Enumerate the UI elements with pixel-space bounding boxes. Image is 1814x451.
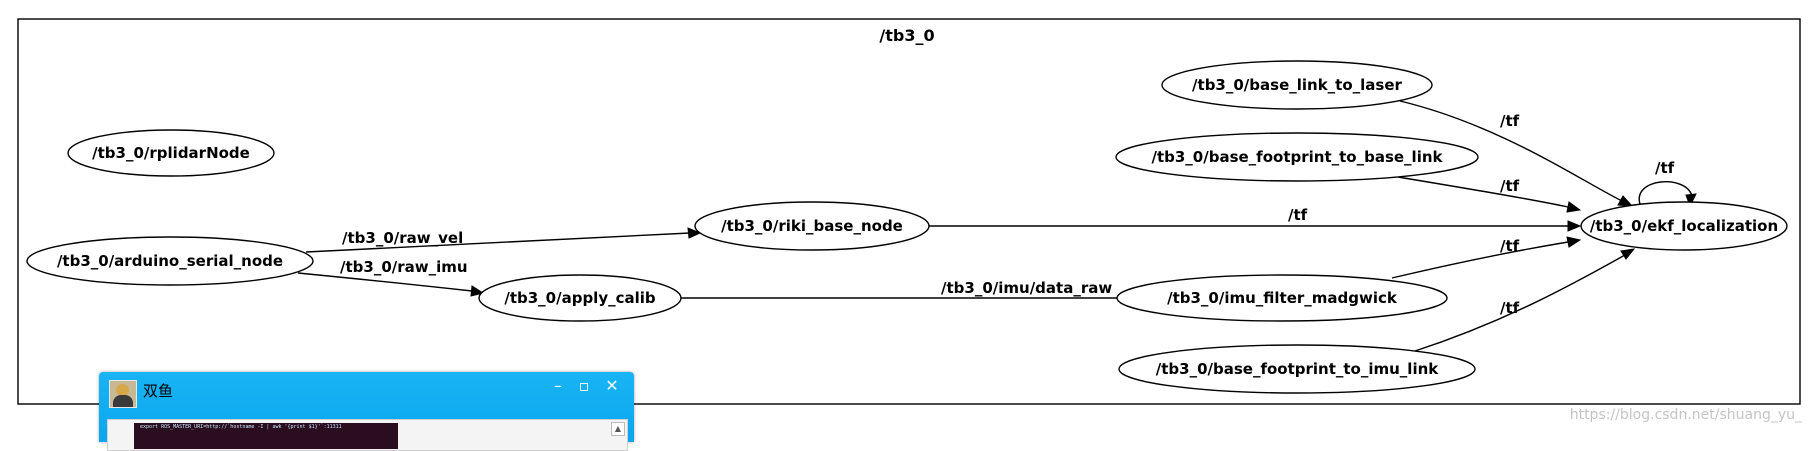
watermark: https://blog.csdn.net/shuang_yu_ <box>1569 407 1802 423</box>
close-icon[interactable]: ✕ <box>605 376 619 395</box>
edge-raw-imu: /tb3_0/raw_imu <box>297 258 485 297</box>
node-label-riki: /tb3_0/riki_base_node <box>721 217 903 235</box>
edge-label-tf-madgwick: /tf <box>1500 237 1520 255</box>
node-label-madgwick: /tb3_0/imu_filter_madgwick <box>1167 289 1398 307</box>
node-label-laser-tf: /tb3_0/base_link_to_laser <box>1192 76 1402 94</box>
edge-label-tf-self: /tf <box>1655 159 1675 177</box>
edge-label-tf-riki: /tf <box>1288 206 1308 224</box>
node-label-footprint-imu-tf: /tb3_0/base_footprint_to_imu_link <box>1156 360 1440 378</box>
node-riki-base[interactable]: /tb3_0/riki_base_node <box>694 201 930 251</box>
chat-window[interactable]: 双鱼 – ▫ ✕ export ROS_MASTER_URI=http://`h… <box>99 372 634 451</box>
chat-window-title: 双鱼 <box>143 382 174 400</box>
edge-raw-vel: /tb3_0/raw_vel <box>305 227 702 253</box>
edge-label-tf-laser: /tf <box>1500 112 1520 130</box>
node-label-rplidar: /tb3_0/rplidarNode <box>92 144 250 162</box>
cluster-label: /tb3_0 <box>879 26 934 45</box>
node-apply-calib[interactable]: /tb3_0/apply_calib <box>478 274 682 322</box>
cluster-box <box>17 18 1801 405</box>
node-label-ekf: /tb3_0/ekf_localization <box>1590 217 1778 235</box>
node-label-arduino: /tb3_0/arduino_serial_node <box>57 252 283 270</box>
edge-label-tf-footprint-imu: /tf <box>1500 299 1520 317</box>
node-label-footprint-base-tf: /tb3_0/base_footprint_to_base_link <box>1151 148 1443 166</box>
terminal-screenshot: export ROS_MASTER_URI=http://`hostname -… <box>134 423 398 449</box>
edge-laser-ekf: /tf <box>1399 100 1634 207</box>
minimize-icon[interactable]: – <box>554 376 562 395</box>
node-base-link-to-laser[interactable]: /tb3_0/base_link_to_laser <box>1161 60 1433 110</box>
edge-footprint-base-ekf: /tf <box>1397 176 1582 213</box>
edge-label-imu-data-raw: /tb3_0/imu/data_raw <box>941 279 1112 297</box>
chat-content-area[interactable]: export ROS_MASTER_URI=http://`hostname -… <box>107 419 628 451</box>
node-rplidar[interactable]: /tb3_0/rplidarNode <box>67 129 275 177</box>
node-imu-filter-madgwick[interactable]: /tb3_0/imu_filter_madgwick <box>1116 274 1448 322</box>
node-base-footprint-to-base-link[interactable]: /tb3_0/base_footprint_to_base_link <box>1115 132 1479 182</box>
edge-riki-ekf: /tf <box>928 206 1582 232</box>
ros-node-graph: /tb3_0 /tb3_0/raw_vel /tb3_0/raw_imu /tf… <box>17 18 1801 405</box>
edge-ekf-self: /tf <box>1638 159 1697 208</box>
scroll-up-icon[interactable]: ▲ <box>611 422 625 436</box>
node-ekf-localization[interactable]: /tb3_0/ekf_localization <box>1580 201 1788 251</box>
edge-madgwick-ekf: /tf <box>1391 236 1582 279</box>
edge-label-raw-vel: /tb3_0/raw_vel <box>342 229 463 247</box>
edge-label-tf-footprint-base: /tf <box>1500 177 1520 195</box>
node-label-apply-calib: /tb3_0/apply_calib <box>504 289 656 307</box>
edge-imu-data-raw: /tb3_0/imu/data_raw <box>681 279 1150 304</box>
node-arduino-serial[interactable]: /tb3_0/arduino_serial_node <box>26 236 314 286</box>
terminal-line: export ROS_MASTER_URI=http://`hostname -… <box>140 424 342 430</box>
node-base-footprint-to-imu-link[interactable]: /tb3_0/base_footprint_to_imu_link <box>1118 344 1476 394</box>
edge-label-raw-imu: /tb3_0/raw_imu <box>340 258 468 276</box>
avatar[interactable] <box>109 380 137 408</box>
maximize-icon[interactable]: ▫ <box>578 376 590 395</box>
edge-footprint-imu-ekf: /tf <box>1414 248 1636 352</box>
